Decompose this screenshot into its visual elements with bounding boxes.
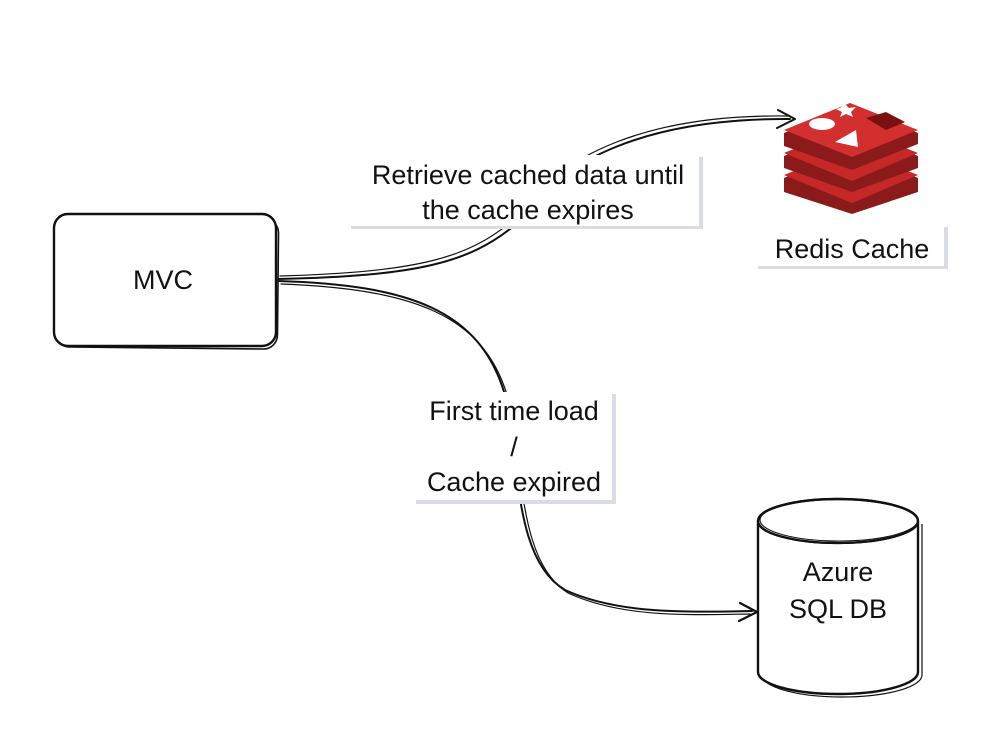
arrowhead-redis-icon xyxy=(776,109,796,129)
edge-label-db-line3: Cache expired xyxy=(427,467,601,497)
edge-label-db-line2: / xyxy=(510,432,518,462)
db-label-line2: SQL DB xyxy=(789,594,887,624)
edge-label-redis: Retrieve cached data until the cache exp… xyxy=(349,155,703,229)
redis-node[interactable]: Redis Cache xyxy=(756,103,948,269)
edge-label-redis-line1: Retrieve cached data until xyxy=(372,160,684,190)
mvc-node[interactable]: MVC xyxy=(52,212,280,350)
edge-label-db: First time load / Cache expired xyxy=(414,392,616,504)
redis-label: Redis Cache xyxy=(775,234,930,264)
edge-label-db-line1: First time load xyxy=(429,396,599,426)
edge-label-redis-line2: the cache expires xyxy=(422,195,634,225)
mvc-label: MVC xyxy=(133,265,193,295)
db-label-line1: Azure xyxy=(803,557,874,587)
redis-logo-icon xyxy=(784,103,918,214)
azure-sql-db-node[interactable]: Azure SQL DB xyxy=(756,497,923,698)
